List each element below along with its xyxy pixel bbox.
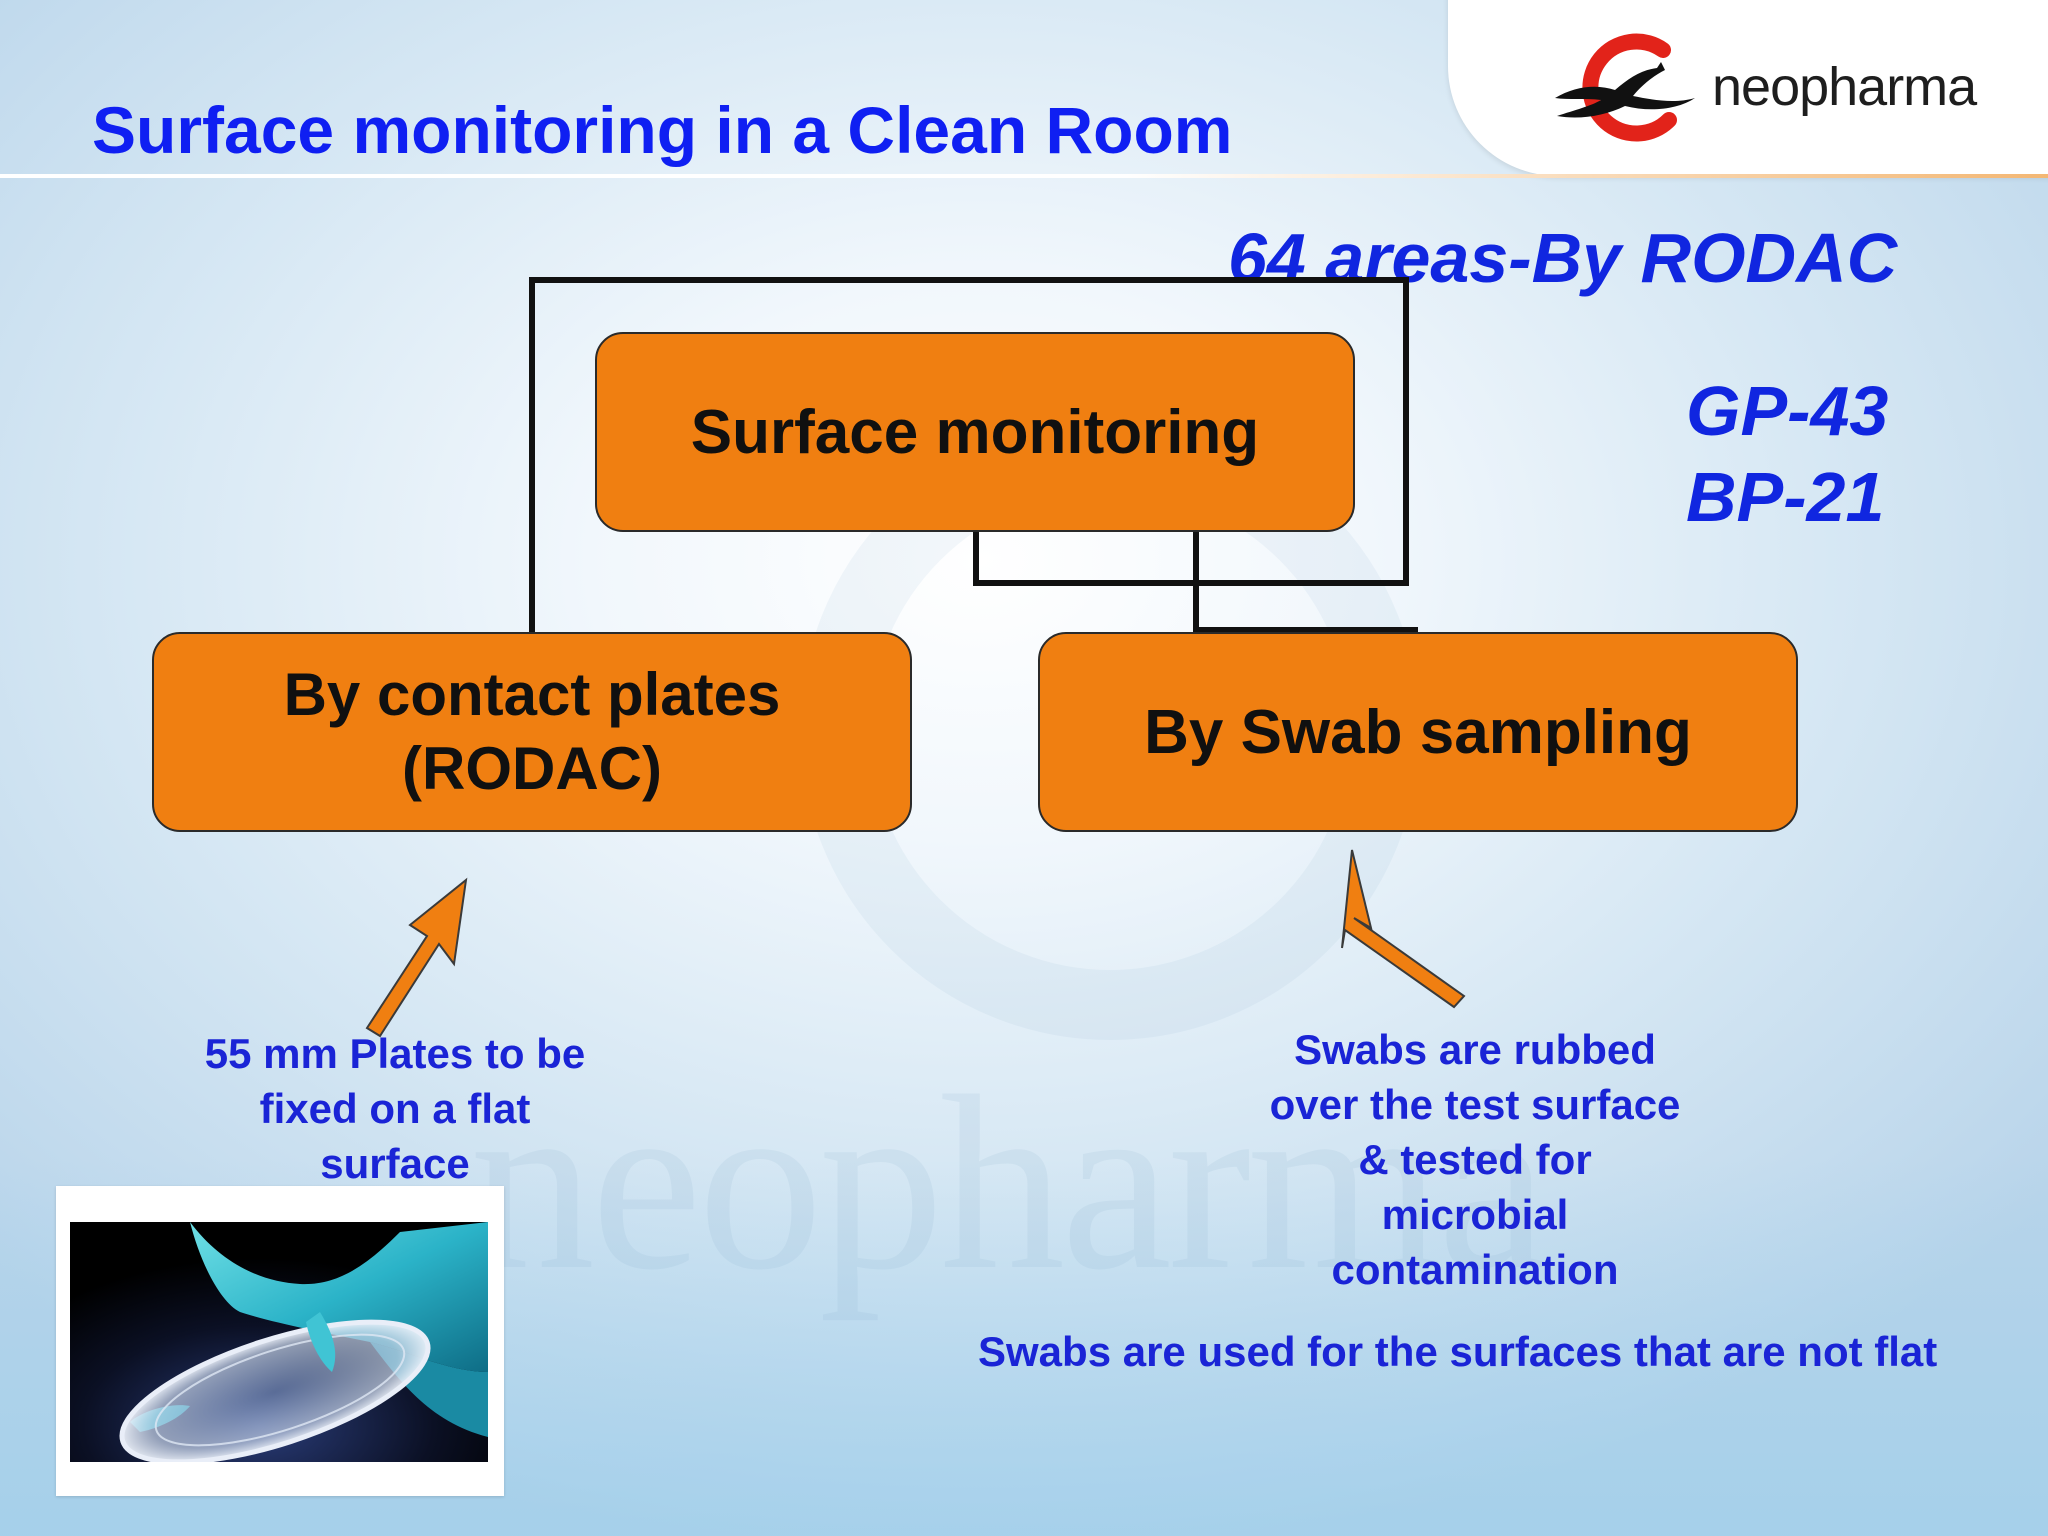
caption-line: surface — [320, 1140, 470, 1187]
gloved-hand-petri-dish-image — [70, 1222, 488, 1462]
swab-usage-note: Swabs are used for the surfaces that are… — [978, 1328, 1938, 1375]
caption-line: Swabs are rubbed — [1294, 1026, 1656, 1073]
caption-line: fixed on a flat — [259, 1085, 531, 1132]
node-label-line: By contact plates — [283, 661, 781, 728]
connector-right — [1193, 532, 1418, 633]
arrow-to-contact-plates — [365, 877, 468, 1038]
neopharma-logo-icon — [1555, 33, 1695, 142]
swab-caption: Swabs are rubbed over the test surface &… — [1200, 1022, 1750, 1297]
page-title: Surface monitoring in a Clean Room — [92, 93, 1233, 167]
node-contact-plates: By contact plates (RODAC) — [152, 632, 912, 832]
header-divider — [0, 174, 2048, 178]
logo-text: neopharma — [1712, 57, 1977, 117]
connector-left — [529, 277, 1409, 632]
caption-line: contamination — [1331, 1246, 1619, 1293]
caption-line: microbial — [1381, 1191, 1569, 1238]
node-label: Surface monitoring — [690, 397, 1260, 467]
petri-dish-photo — [56, 1186, 504, 1496]
watermark-text: neopharma — [470, 1045, 1549, 1322]
contact-plates-caption: 55 mm Plates to be fixed on a flat surfa… — [170, 1026, 620, 1191]
node-swab-sampling: By Swab sampling — [1038, 632, 1798, 832]
logo-panel — [1448, 0, 2048, 176]
areas-note: 64 areas-By RODAC — [1228, 219, 1898, 297]
bp-count: BP-21 — [1686, 458, 1885, 536]
caption-line: & tested for — [1358, 1136, 1592, 1183]
caption-line: over the test surface — [1269, 1081, 1681, 1128]
node-label: By Swab sampling — [1144, 697, 1692, 767]
gp-count: GP-43 — [1686, 372, 1889, 450]
sample-counts: GP-43 BP-21 — [1686, 368, 1888, 540]
node-label-line: (RODAC) — [402, 735, 662, 802]
arrow-to-swab-sampling — [1341, 849, 1466, 1009]
caption-line: 55 mm Plates to be — [204, 1030, 586, 1077]
node-surface-monitoring: Surface monitoring — [595, 332, 1355, 532]
